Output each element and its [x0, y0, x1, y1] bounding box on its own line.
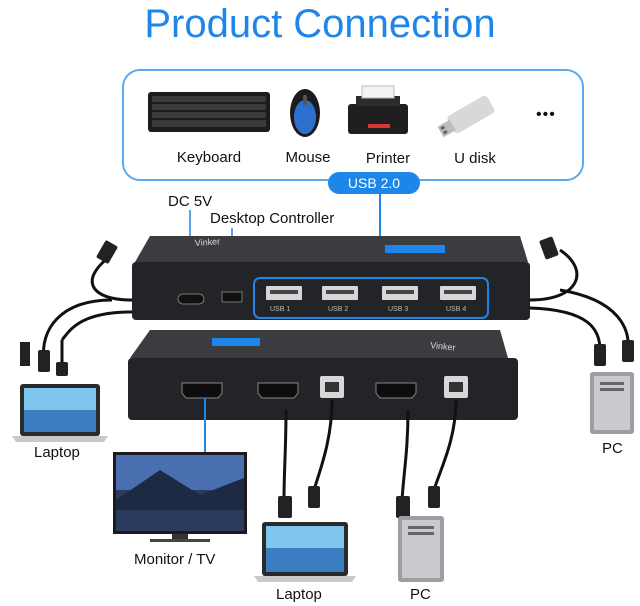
more-devices-ellipsis: ••• — [536, 106, 556, 123]
controller-port — [221, 291, 243, 303]
svg-text:Vinker: Vinker — [430, 340, 456, 353]
usb-version-badge: USB 2.0 — [328, 172, 420, 194]
dc-5v-label: DC 5V — [168, 193, 213, 210]
page-title: Product Connection — [144, 2, 496, 46]
pc-right-label: PC — [602, 440, 623, 457]
printer-label: Printer — [365, 150, 411, 167]
laptop-left-icon — [12, 384, 108, 442]
usb-hub-device: Vinker — [132, 236, 530, 320]
dc-port — [177, 293, 205, 305]
pc-bottom-icon — [398, 516, 444, 582]
mouse-icon — [290, 89, 320, 137]
usb-ports-highlight — [253, 277, 489, 319]
mouse-label: Mouse — [285, 149, 331, 166]
u-disk-icon — [437, 95, 495, 138]
desktop-controller-label: Desktop Controller — [210, 210, 335, 227]
pc-bottom-label: PC — [410, 586, 431, 603]
bottom-cables — [282, 399, 458, 501]
laptop-bottom-icon — [254, 522, 356, 582]
keyboard-label: Keyboard — [176, 149, 242, 166]
monitor-icon — [113, 452, 247, 542]
svg-text:Vinker: Vinker — [194, 236, 220, 248]
monitor-label: Monitor / TV — [134, 551, 216, 568]
usb-port-3-label: USB 3 — [388, 306, 409, 313]
keyboard-icon — [148, 92, 270, 132]
kvm-switch-device: Vinker — [128, 330, 518, 420]
usb-port-2-label: USB 2 — [328, 306, 349, 313]
pc-right-icon — [590, 372, 634, 434]
usb-port-4-label: USB 4 — [446, 306, 467, 313]
right-cables — [529, 248, 630, 351]
udisk-label: U disk — [454, 150, 496, 167]
laptop-left-label: Laptop — [34, 444, 80, 461]
usb-port-1-label: USB 1 — [270, 306, 291, 313]
printer-icon — [348, 85, 408, 134]
left-cables — [42, 256, 133, 372]
laptop-bottom-label: Laptop — [276, 586, 322, 603]
